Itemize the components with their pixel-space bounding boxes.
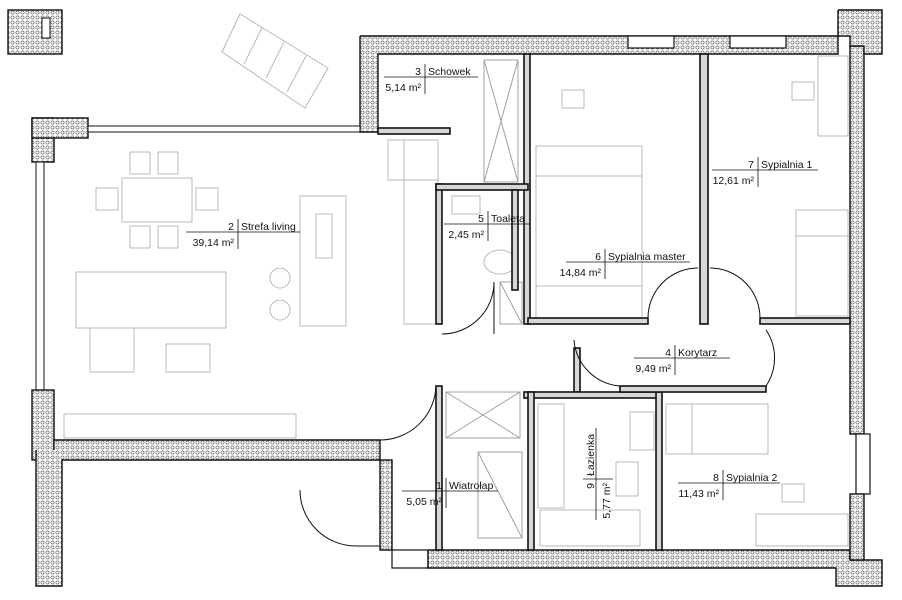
tv-unit-icon bbox=[63, 413, 297, 439]
room-label-sypialnia-master[interactable]: 6 Sypialnia master 14,84 m² bbox=[560, 249, 690, 279]
room-number: 5 bbox=[478, 213, 484, 225]
doors bbox=[299, 267, 776, 547]
interior-walls bbox=[377, 53, 851, 551]
room-label-schowek[interactable]: 3 Schowek 5,14 m² bbox=[384, 64, 478, 94]
room-number: 7 bbox=[748, 159, 754, 171]
room-area: 5,14 m² bbox=[385, 82, 421, 94]
entry-wardrobe-icon bbox=[445, 391, 523, 539]
room-name: Łazienka bbox=[585, 434, 597, 476]
room-number: 3 bbox=[415, 66, 421, 78]
room-area: 39,14 m² bbox=[193, 237, 235, 249]
room-name: Strefa living bbox=[241, 221, 296, 233]
bathroom-fixtures-icon bbox=[537, 403, 655, 547]
room-area: 5,05 m² bbox=[406, 496, 442, 508]
master-bed-icon bbox=[535, 89, 643, 319]
room-label-korytarz[interactable]: 4 Korytarz 9,49 m² bbox=[634, 345, 730, 375]
dining-table-icon bbox=[95, 151, 219, 249]
sun-lounger-icon bbox=[221, 13, 329, 109]
room-number: 2 bbox=[228, 221, 234, 233]
room-name: Sypialnia master bbox=[608, 251, 686, 263]
room-area: 9,49 m² bbox=[635, 363, 671, 375]
furniture bbox=[63, 13, 849, 547]
room-number: 4 bbox=[665, 347, 671, 359]
room-label-toaleta[interactable]: 5 Toaleta 2,45 m² bbox=[444, 211, 530, 241]
room-name: Schowek bbox=[428, 66, 471, 78]
room-area: 14,84 m² bbox=[560, 267, 602, 279]
room-area: 12,61 m² bbox=[713, 175, 755, 187]
room-label-sypialnia-2[interactable]: 8 Sypialnia 2 11,43 m² bbox=[678, 470, 780, 500]
room-label-lazienka[interactable]: 9 Łazienka 5,77 m² bbox=[583, 428, 613, 520]
room-name: Korytarz bbox=[678, 347, 717, 359]
room-area: 11,43 m² bbox=[678, 488, 719, 500]
bedroom-2-bed-icon bbox=[665, 403, 849, 547]
room-name: Sypialnia 1 bbox=[761, 159, 813, 171]
room-name: Toaleta bbox=[491, 213, 525, 225]
schowek-shelves-icon bbox=[483, 59, 519, 183]
room-label-strefa-living[interactable]: 2 Strefa living 39,14 m² bbox=[186, 219, 300, 249]
room-label-sypialnia-1[interactable]: 7 Sypialnia 1 12,61 m² bbox=[712, 157, 818, 187]
hall-wardrobe-icon bbox=[499, 281, 523, 325]
room-number: 8 bbox=[713, 472, 719, 484]
room-area: 2,45 m² bbox=[448, 229, 484, 241]
room-name: Wiatrołap bbox=[449, 480, 494, 492]
sofa-icon bbox=[75, 271, 227, 373]
room-label-wiatrolap[interactable]: 1 Wiatrołap 5,05 m² bbox=[402, 478, 498, 508]
room-number: 6 bbox=[595, 251, 601, 263]
room-number: 9 bbox=[585, 483, 597, 489]
exterior-walls bbox=[7, 9, 883, 587]
room-area: 5,77 m² bbox=[601, 483, 613, 519]
room-name: Sypialnia 2 bbox=[726, 472, 778, 484]
bedroom-1-bed-icon bbox=[791, 55, 849, 317]
room-number: 1 bbox=[436, 480, 442, 492]
kitchen-cabinets-icon bbox=[387, 139, 439, 325]
kitchen-island-icon bbox=[269, 195, 347, 327]
room-labels[interactable]: 1 Wiatrołap 5,05 m² 2 Strefa living 39,1… bbox=[186, 64, 818, 520]
